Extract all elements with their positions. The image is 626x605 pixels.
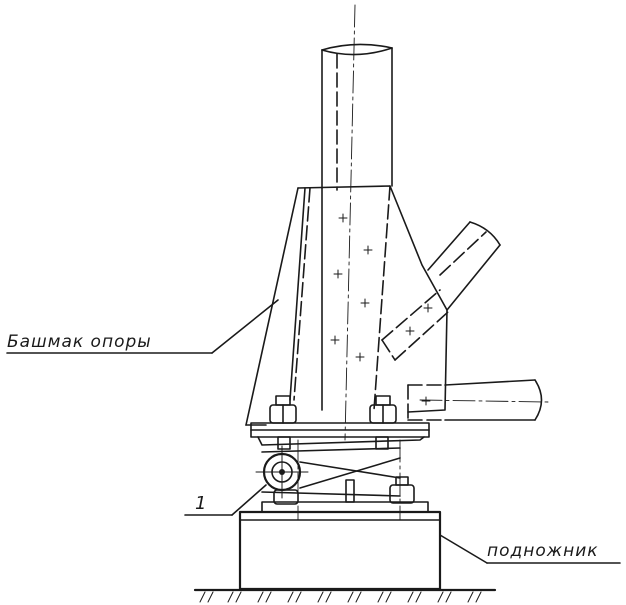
leader-item-1 — [184, 484, 267, 516]
tower-pipe — [321, 43, 393, 191]
support-shoe — [245, 185, 448, 426]
support-shoe-label: Башмак опоры — [7, 332, 152, 352]
inclined-brace — [381, 221, 501, 361]
item-number-label: 1 — [195, 493, 208, 514]
plate-bolts-upper — [269, 395, 397, 450]
leader-support-shoe — [6, 299, 279, 354]
plate-bolts-lower — [273, 476, 415, 505]
shoe-base-plate — [250, 422, 430, 446]
axis-centerline — [344, 4, 356, 441]
horizontal-brace — [407, 379, 549, 421]
leader-foundation — [439, 534, 621, 564]
foundation-label: подножник — [487, 541, 599, 561]
hinge-assembly — [255, 445, 401, 503]
bolt-marks — [330, 213, 433, 406]
ground-line — [193, 588, 497, 603]
foundation-block — [238, 510, 442, 591]
